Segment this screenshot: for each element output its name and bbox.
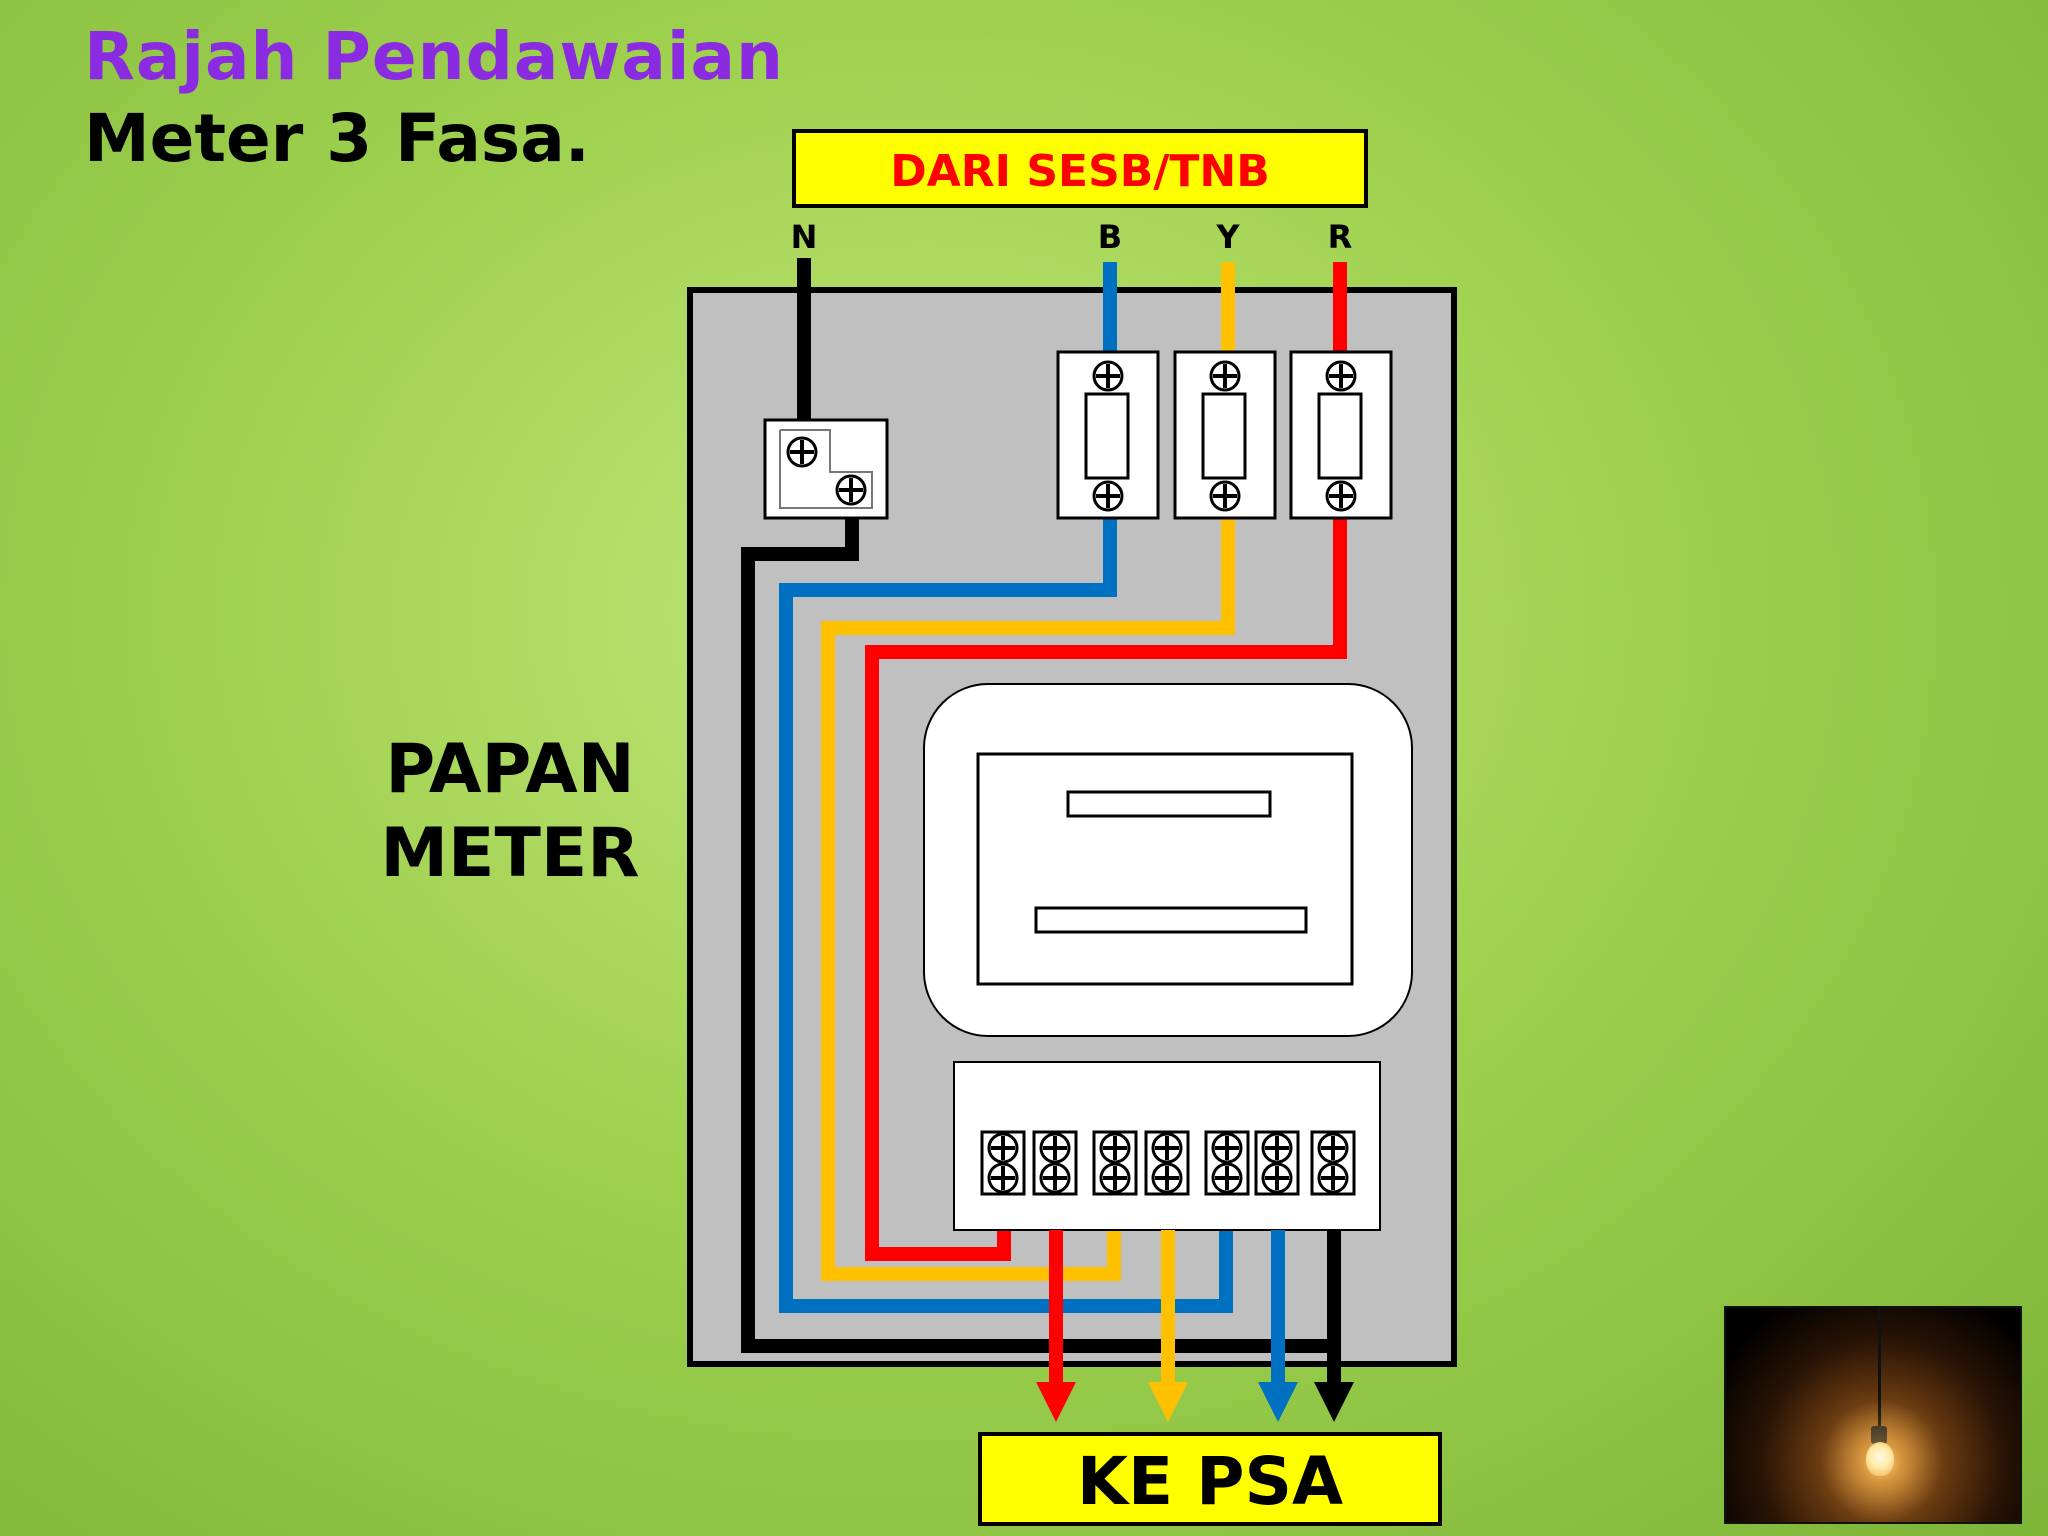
- screw-terminal-icon: [1325, 360, 1357, 392]
- destination-label: KE PSA: [1077, 1443, 1343, 1520]
- screw-terminal-icon: [1211, 1162, 1243, 1194]
- screw-terminal-icon: [1039, 1132, 1071, 1164]
- screw-terminal-icon: [1209, 360, 1241, 392]
- screw-terminal-icon: [1039, 1162, 1071, 1194]
- wire-red-internal: [865, 518, 1347, 1261]
- screw-terminal-icon: [987, 1132, 1019, 1164]
- screw-terminal-icon: [1099, 1132, 1131, 1164]
- hanging-light-bulb-icon: [1724, 1306, 2022, 1524]
- screw-terminal-icon: [1211, 1132, 1243, 1164]
- wire-neutral-internal: [741, 518, 1341, 1353]
- screw-terminal-icon: [1317, 1162, 1349, 1194]
- fuse-red: [1289, 350, 1393, 520]
- kwh-meter: [923, 683, 1413, 1231]
- arrow-down-icon: [1258, 1382, 1298, 1422]
- board-label-line2: METER: [380, 814, 640, 893]
- board-label-line1: PAPAN: [385, 730, 635, 809]
- label-neutral: N: [791, 218, 818, 256]
- label-red: R: [1328, 218, 1353, 256]
- source-label-box: [792, 129, 1368, 208]
- diagram-subtitle: Meter 3 Fasa.: [84, 100, 590, 177]
- screw-terminal-icon: [987, 1162, 1019, 1194]
- source-label: DARI SESB/TNB: [890, 146, 1270, 197]
- wire-yellow-internal: [821, 518, 1235, 1281]
- meter-display-panel: [976, 752, 1354, 986]
- lamp-cord: [1878, 1308, 1881, 1434]
- screw-terminal-icon: [1099, 1162, 1131, 1194]
- fuse-blue: [1056, 350, 1160, 520]
- destination-label-box: [978, 1432, 1442, 1526]
- arrow-down-icon: [1036, 1382, 1076, 1422]
- meter-terminals: [980, 1130, 1356, 1196]
- arrow-down-icon: [1314, 1382, 1354, 1422]
- meter-register-window: [1066, 790, 1272, 818]
- fuse-yellow: [1173, 350, 1277, 520]
- screw-terminal-icon: [1325, 480, 1357, 512]
- screw-terminal-icon: [1151, 1162, 1183, 1194]
- board-label: PAPAN METER: [330, 728, 690, 896]
- screw-terminal-icon: [1317, 1132, 1349, 1164]
- wire-blue-internal: [779, 518, 1233, 1313]
- label-blue: B: [1098, 218, 1122, 256]
- screw-terminal-icon: [1092, 360, 1124, 392]
- screw-terminal-icon: [835, 474, 867, 506]
- lamp-socket: [1871, 1426, 1887, 1444]
- screw-terminal-icon: [1261, 1132, 1293, 1164]
- screw-terminal-icon: [786, 436, 818, 468]
- arrow-down-icon: [1148, 1382, 1188, 1422]
- screw-terminal-icon: [1092, 480, 1124, 512]
- neutral-link: [763, 418, 889, 520]
- screw-terminal-icon: [1151, 1132, 1183, 1164]
- screw-terminal-icon: [1209, 480, 1241, 512]
- label-yellow: Y: [1215, 218, 1240, 256]
- screw-terminal-icon: [1261, 1162, 1293, 1194]
- light-bulb-icon: [1866, 1442, 1894, 1476]
- diagram-title: Rajah Pendawaian: [84, 18, 785, 95]
- meter-nameplate-slot: [1034, 906, 1308, 934]
